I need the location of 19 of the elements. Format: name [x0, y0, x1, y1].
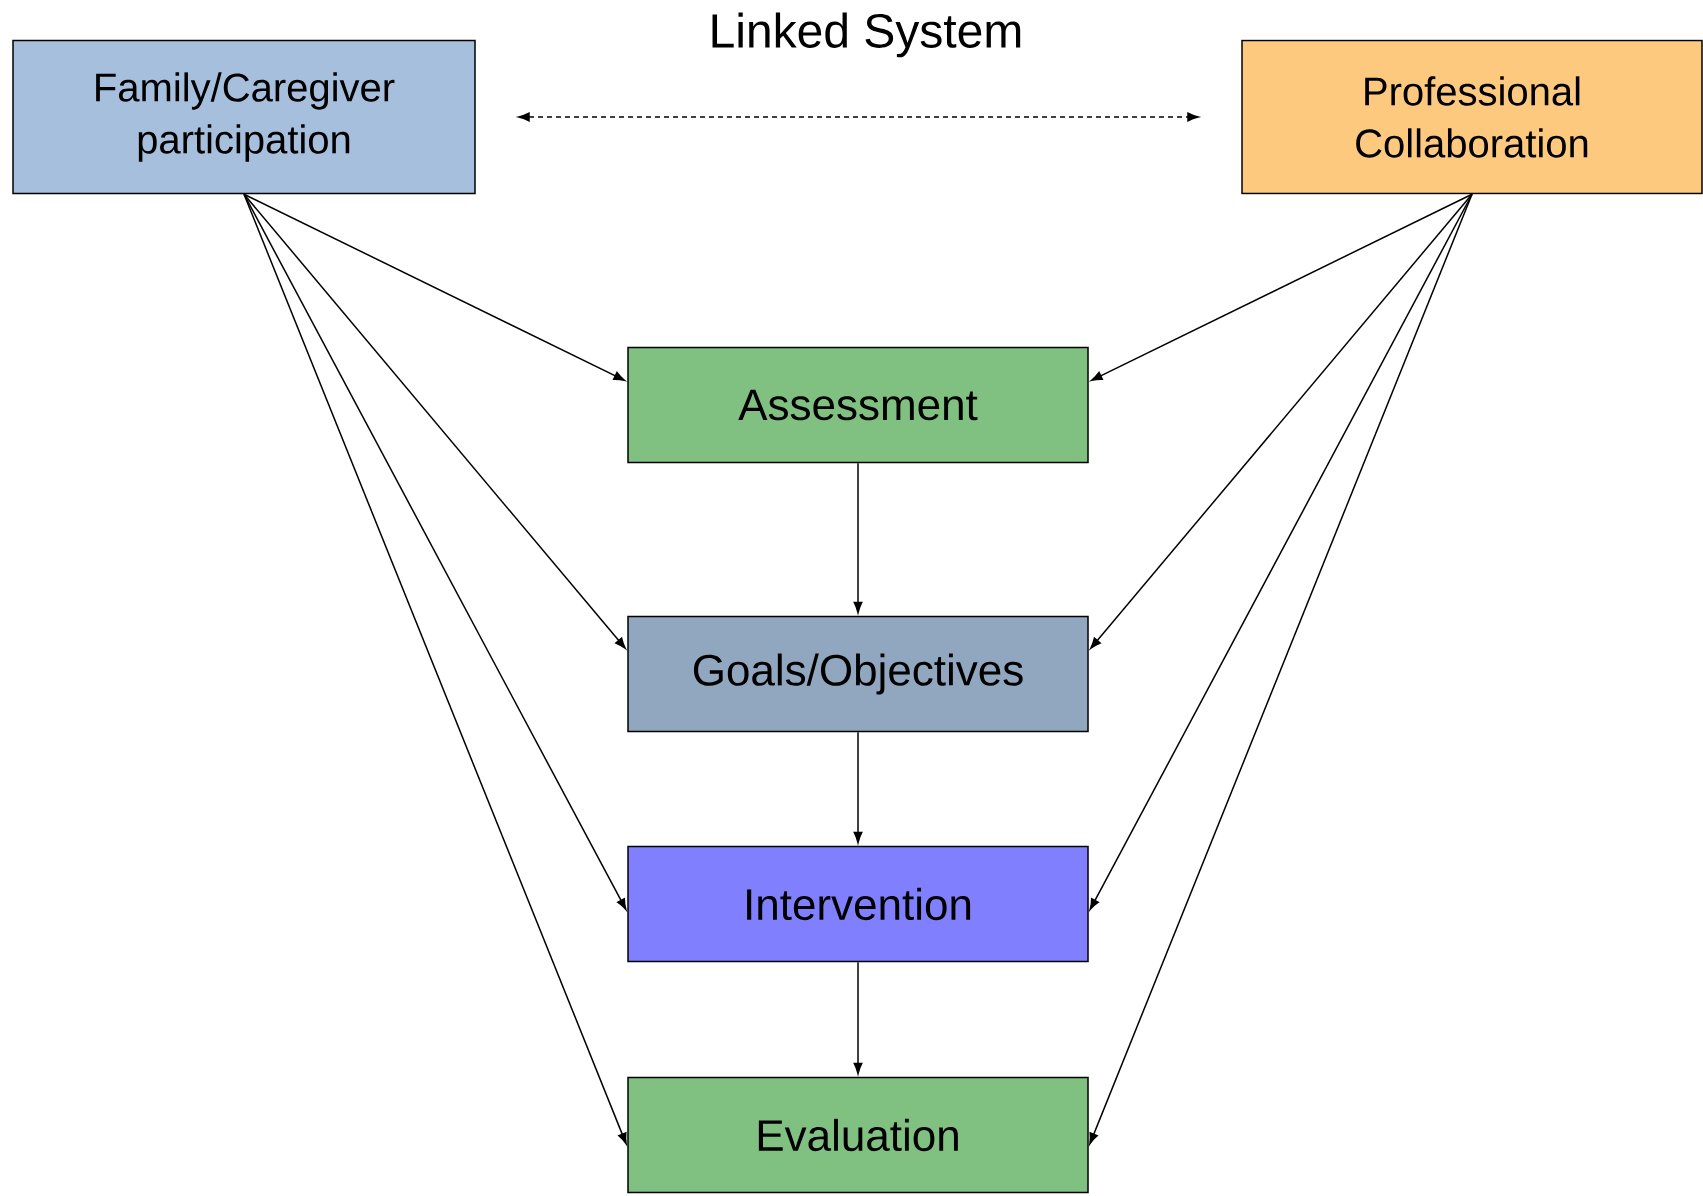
- arrow: [1089, 193, 1473, 1145]
- process-box: Goals/Objectives: [627, 615, 1089, 733]
- arrow: [1090, 193, 1473, 649]
- arrow: [243, 193, 627, 911]
- arrow: [1089, 193, 1473, 911]
- arrow: [243, 193, 626, 649]
- process-box: Evaluation: [627, 1076, 1089, 1194]
- process-box: Intervention: [627, 845, 1089, 963]
- participant-box: Professional Collaboration: [1241, 39, 1703, 195]
- arrow: [853, 731, 863, 844]
- participant-box: Family/Caregiver participation: [12, 39, 476, 195]
- process-box: Assessment: [627, 346, 1089, 464]
- arrow: [518, 112, 1199, 122]
- arrow: [243, 193, 626, 382]
- arrow: [1090, 193, 1473, 382]
- arrow: [853, 961, 863, 1075]
- arrow: [243, 193, 627, 1145]
- title: Linked System: [712, 12, 1021, 58]
- arrow: [853, 462, 863, 614]
